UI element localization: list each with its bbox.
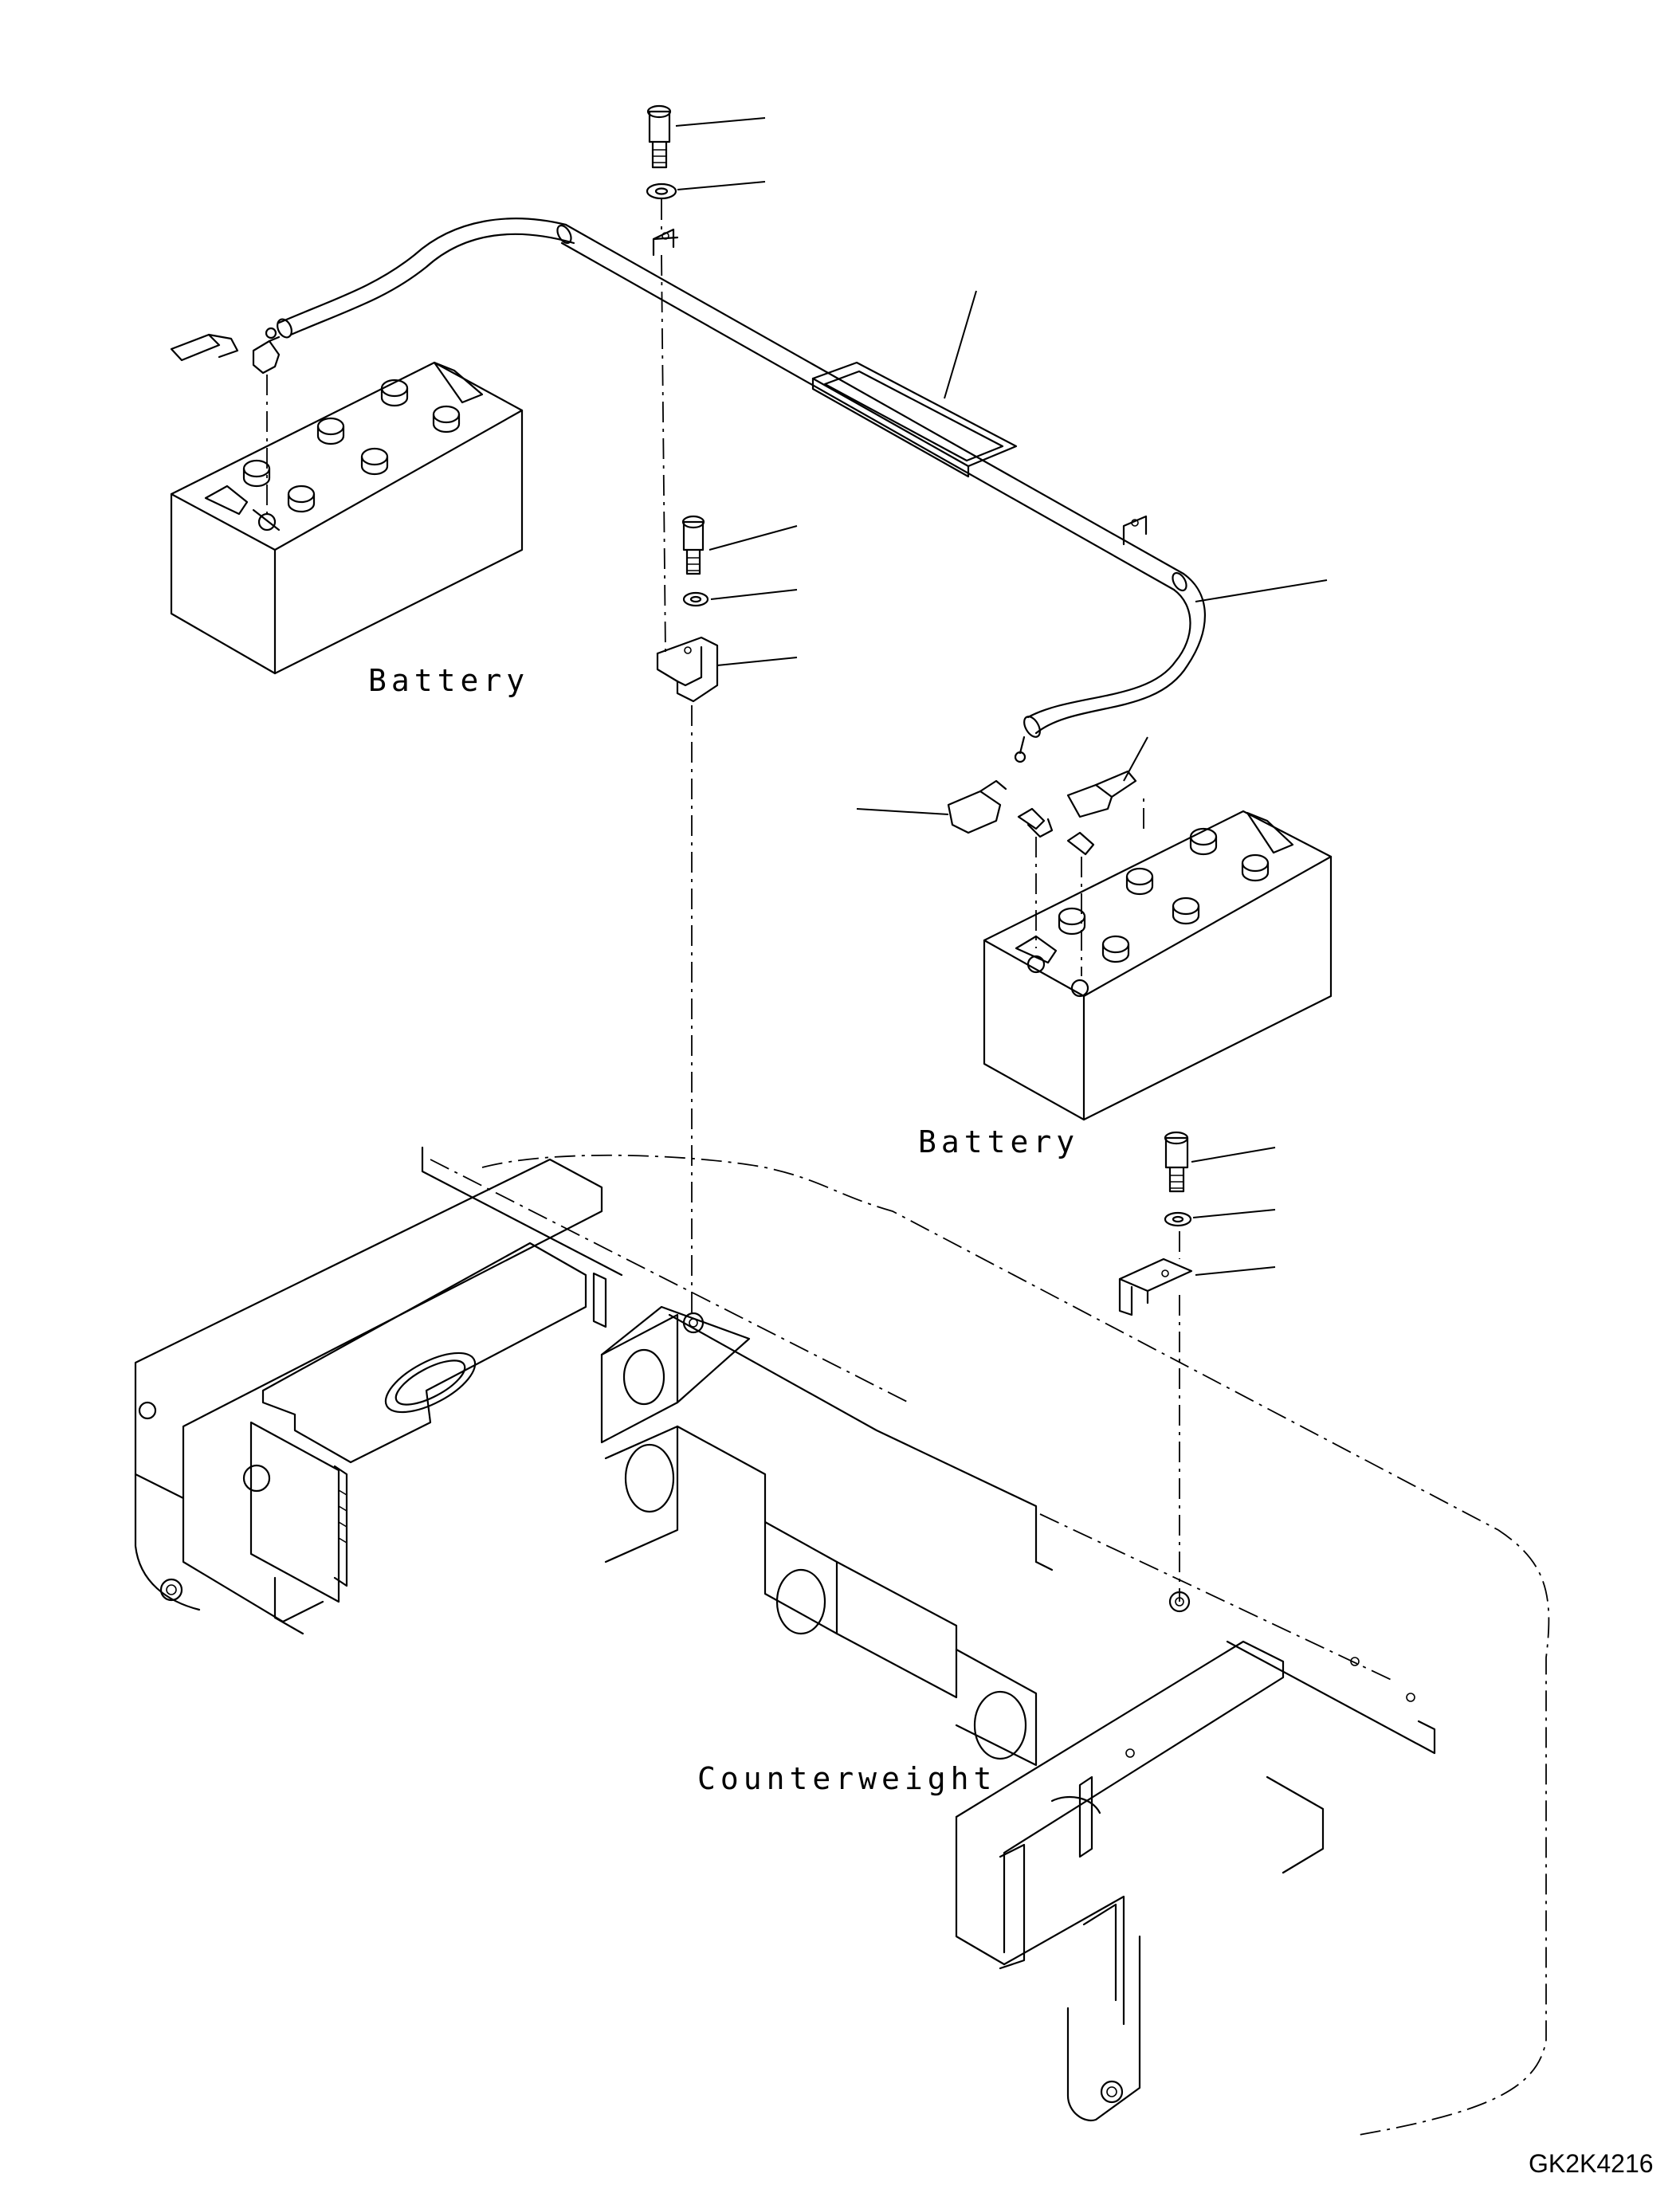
bracket-mid (656, 636, 719, 703)
drawing-code: GK2K4216 (1529, 2149, 1654, 2178)
washer-mid (682, 591, 709, 607)
cable-cover (811, 361, 1018, 478)
bracket-low (1118, 1257, 1193, 1316)
battery-left (170, 361, 524, 675)
washer-top (646, 182, 677, 200)
battery-right (983, 810, 1333, 1121)
terminal-clamps-right (1017, 807, 1095, 856)
bolt-top (646, 104, 672, 169)
bolt-low (1164, 1131, 1189, 1193)
cable-clip-top (652, 228, 679, 257)
battery-left-label: Battery (368, 663, 529, 698)
bolt-mid (681, 515, 705, 575)
cable-clip-right (1122, 515, 1148, 546)
terminal-cap-right (947, 770, 1137, 834)
washer-low (1164, 1211, 1192, 1227)
counterweight-label: Counterweight (697, 1761, 996, 1796)
battery-right-label: Battery (918, 1124, 1079, 1159)
leader-lines (675, 117, 1328, 1276)
battery-cable (265, 218, 1206, 763)
counterweight (134, 1146, 1550, 2136)
terminal-cap-left (170, 333, 281, 375)
